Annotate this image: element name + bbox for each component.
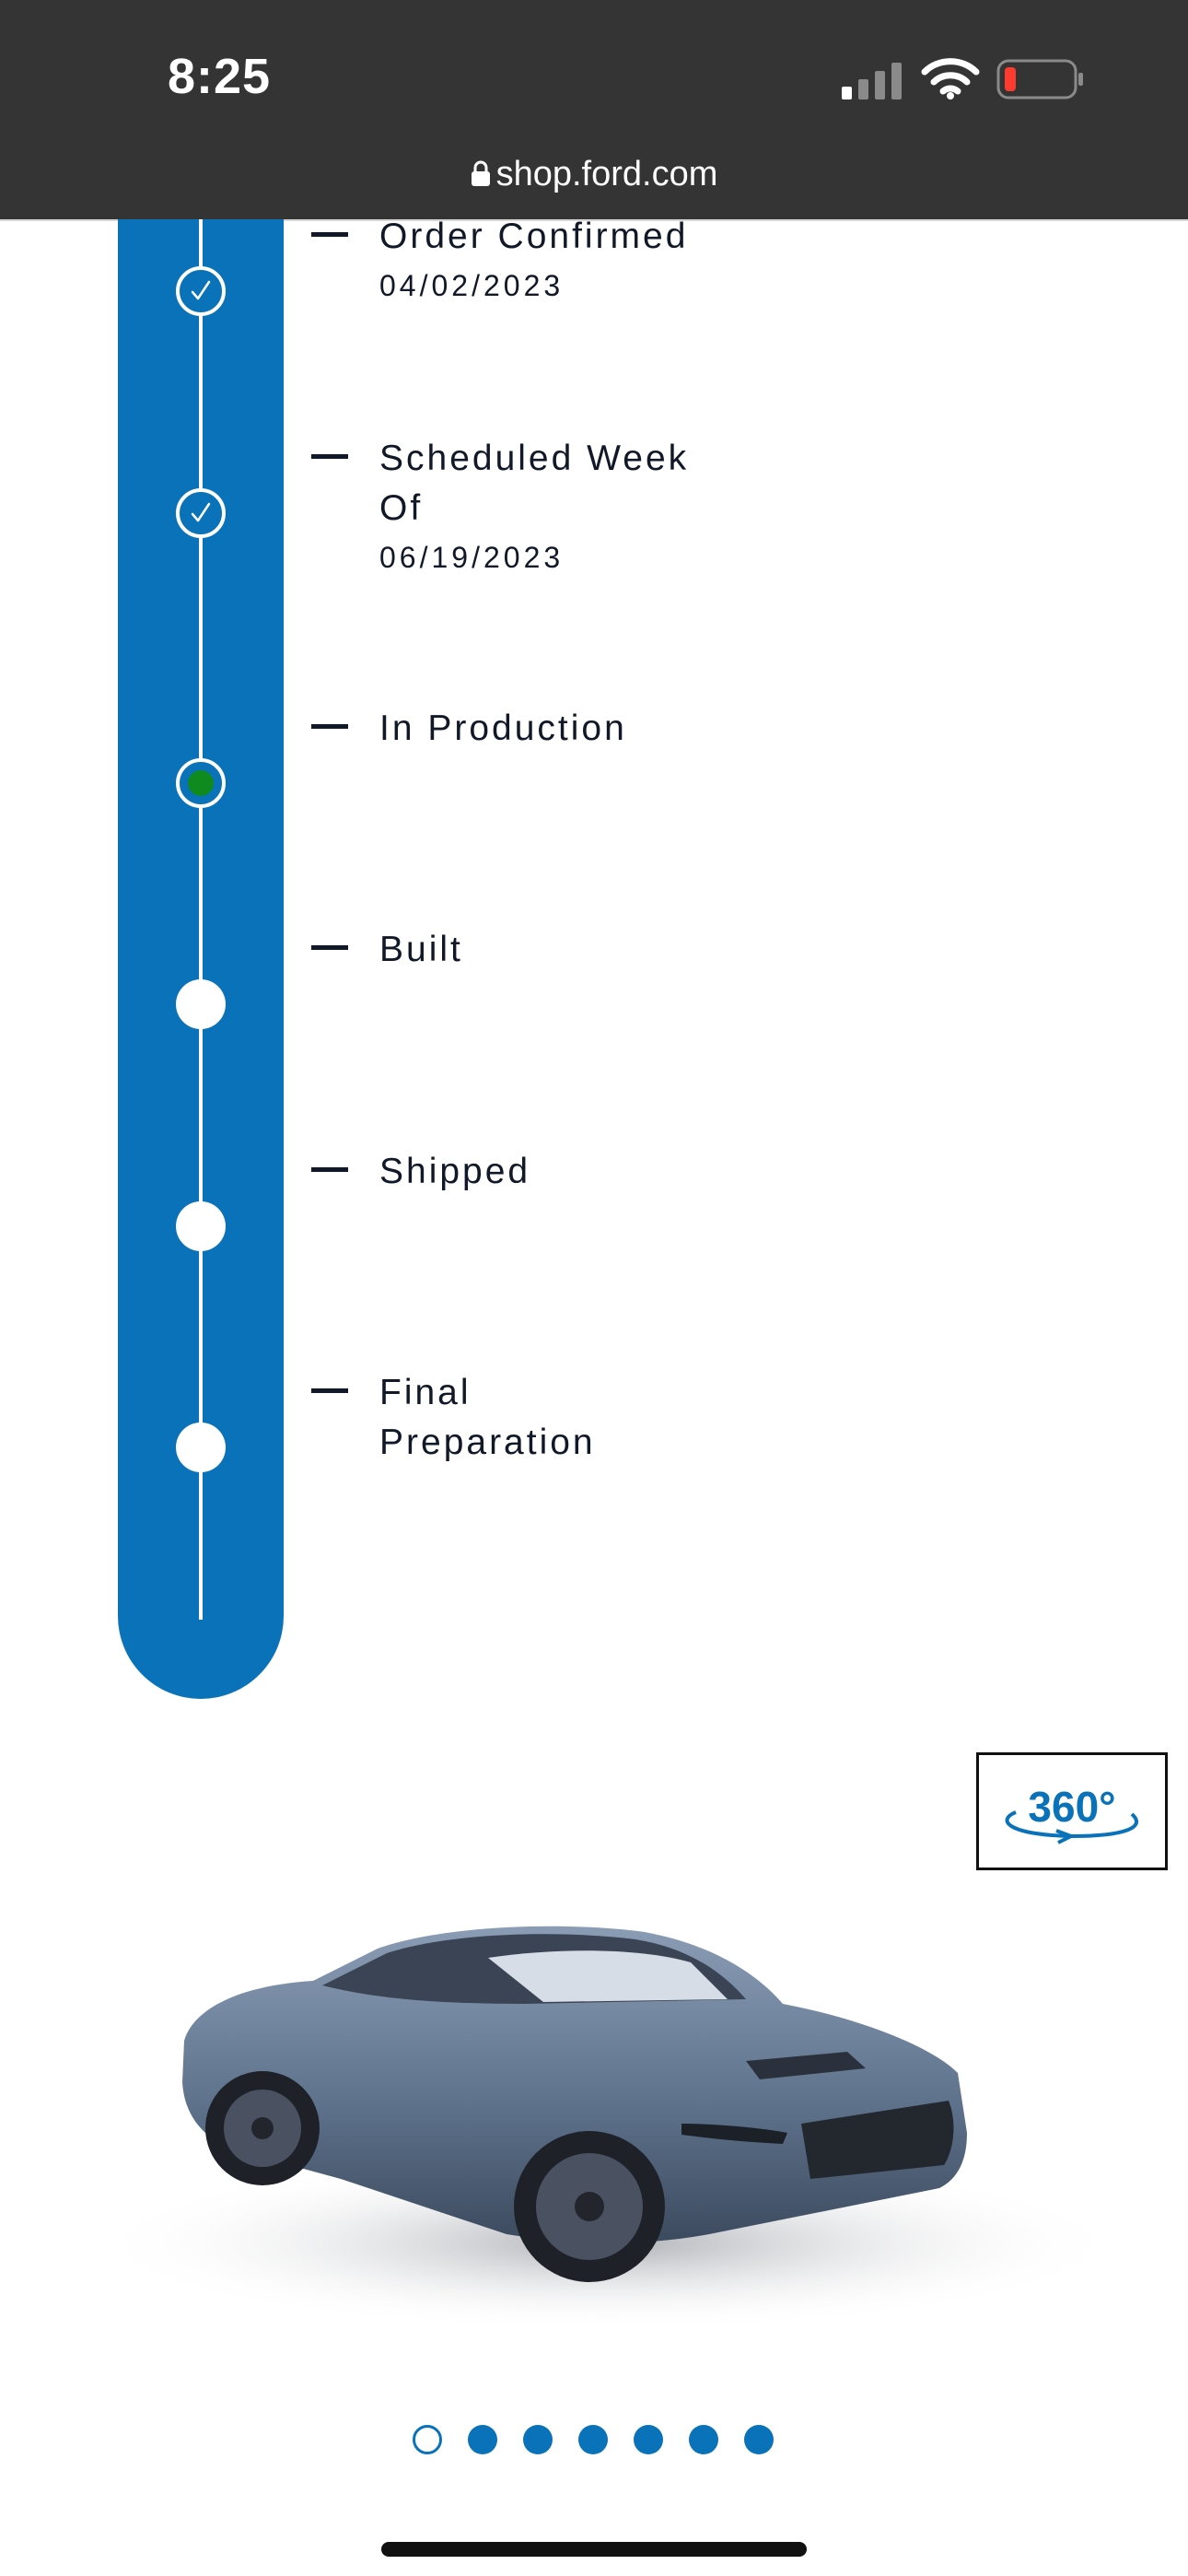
clock: 8:25 xyxy=(168,49,272,104)
step-dash xyxy=(311,1167,348,1172)
view-360-button[interactable]: 360° xyxy=(976,1752,1168,1870)
checkmark-icon xyxy=(191,280,211,300)
gallery-dot-6[interactable] xyxy=(689,2425,718,2454)
gallery-dot-2[interactable] xyxy=(468,2425,497,2454)
battery-low-icon xyxy=(996,59,1083,100)
step-node-order-confirmed xyxy=(176,266,226,316)
step-dash xyxy=(311,232,348,237)
vehicle-front-wheel xyxy=(514,2131,665,2282)
rotate-360-icon: 360° xyxy=(1005,1783,1138,1844)
step-node-built xyxy=(176,979,226,1029)
lock-icon xyxy=(471,160,490,186)
gallery-dot-4[interactable] xyxy=(578,2425,608,2454)
step-label: Built xyxy=(379,930,463,969)
wifi-icon xyxy=(921,58,980,100)
page-divider xyxy=(0,219,1188,221)
step-label: In Production xyxy=(379,708,627,748)
step-label: Final Preparation xyxy=(379,1373,596,1462)
step-dash xyxy=(311,454,348,459)
vehicle-image[interactable] xyxy=(46,1847,1142,2372)
step-label: Scheduled Week Of xyxy=(379,439,690,528)
step-dash xyxy=(311,724,348,729)
vehicle-windshield xyxy=(488,1950,728,2002)
vehicle-body xyxy=(182,1926,967,2243)
gallery-dot-7[interactable] xyxy=(744,2425,774,2454)
step-node-scheduled-week xyxy=(176,488,226,538)
gallery-dot-1[interactable] xyxy=(413,2425,442,2454)
vehicle-headlight xyxy=(681,2124,787,2144)
step-label: Order Confirmed xyxy=(379,217,689,256)
order-progress-line xyxy=(199,219,203,1620)
gallery-dot-3[interactable] xyxy=(523,2425,553,2454)
gallery-dot-5[interactable] xyxy=(634,2425,663,2454)
vehicle-grille xyxy=(801,2101,954,2179)
status-bar: 8:25 shop.ford.com xyxy=(0,0,1188,219)
cellular-signal-icon xyxy=(842,63,902,100)
view-360-label: 360° xyxy=(1028,1783,1115,1831)
home-indicator[interactable] xyxy=(381,2542,807,2557)
url-text: shop.ford.com xyxy=(495,155,718,193)
vehicle-hood-vent xyxy=(746,2052,866,2079)
checkmark-icon xyxy=(191,502,211,522)
step-date: 06/19/2023 xyxy=(379,541,565,574)
step-node-shipped xyxy=(176,1201,226,1251)
step-dash xyxy=(311,1388,348,1393)
address-bar[interactable]: shop.ford.com xyxy=(0,155,1188,194)
vehicle-rear-wheel xyxy=(205,2071,320,2185)
step-label: Shipped xyxy=(379,1152,531,1191)
current-step-indicator xyxy=(188,770,214,796)
step-node-in-production xyxy=(176,758,226,808)
step-date: 04/02/2023 xyxy=(379,269,565,302)
step-dash xyxy=(311,945,348,950)
step-node-final-preparation xyxy=(176,1423,226,1472)
